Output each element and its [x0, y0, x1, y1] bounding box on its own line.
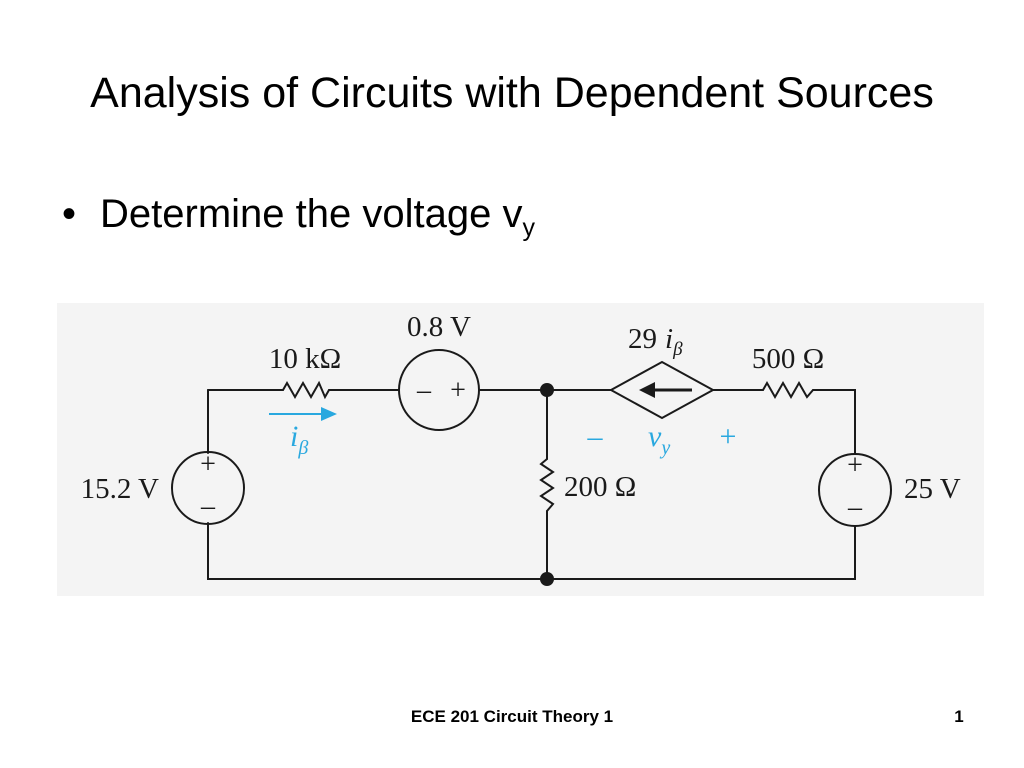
voltage-source-25	[818, 453, 892, 527]
slide-title: Analysis of Circuits with Dependent Sour…	[90, 69, 934, 117]
dependent-symbol: i	[665, 323, 673, 355]
voltage-source-0-8	[398, 349, 480, 431]
footer-text: ECE 201 Circuit Theory 1	[410, 707, 614, 726]
circuit-diagram: + – – + + – 15.2 V 10 kΩ 0.8 V 200 Ω 500…	[57, 303, 984, 596]
current-label: iβ	[290, 420, 308, 459]
resistor-10k	[282, 380, 330, 400]
left-source-label: 15.2 V	[81, 473, 159, 505]
right-source-label: 25 V	[904, 473, 961, 505]
voltage-label: vy	[648, 420, 670, 459]
dependent-coefficient: 29	[628, 323, 657, 355]
bullet-dot: •	[62, 192, 77, 236]
diagram-background	[57, 303, 984, 596]
shunt-resistor-label: 200 Ω	[564, 471, 636, 503]
bullet-text: Determine the voltage v	[100, 192, 523, 236]
left-source-plus: +	[200, 449, 216, 480]
series-source-plus: +	[450, 375, 466, 406]
resistor-200	[539, 458, 555, 512]
voltage-source-15-2	[171, 451, 245, 525]
voltage-minus: –	[587, 420, 604, 453]
dependent-current-source	[608, 360, 716, 420]
series-source-minus: –	[416, 375, 432, 406]
current-symbol: i	[290, 420, 298, 453]
right-source-plus: +	[847, 450, 863, 481]
bullet-item: • Determine the voltage vy	[62, 190, 535, 241]
right-resistor-label: 500 Ω	[752, 343, 824, 375]
dependent-subscript: β	[672, 339, 683, 360]
page-number: 1	[954, 707, 964, 726]
wire-left-bottom	[207, 522, 856, 580]
resistor-500	[762, 380, 814, 400]
wire-right-corner	[812, 389, 856, 454]
voltage-subscript: y	[659, 437, 670, 459]
current-arrow-head	[321, 407, 337, 421]
node-top	[540, 383, 554, 397]
voltage-plus: +	[720, 420, 737, 453]
series-resistor-label: 10 kΩ	[269, 343, 341, 375]
dependent-source-arrow-head	[639, 382, 655, 398]
bullet-subscript: y	[522, 214, 535, 242]
voltage-symbol: v	[648, 420, 662, 453]
right-source-minus: –	[847, 492, 863, 523]
series-source-label: 0.8 V	[407, 311, 471, 343]
left-source-minus: –	[200, 491, 216, 522]
node-bottom	[540, 572, 554, 586]
current-subscript: β	[297, 437, 308, 459]
